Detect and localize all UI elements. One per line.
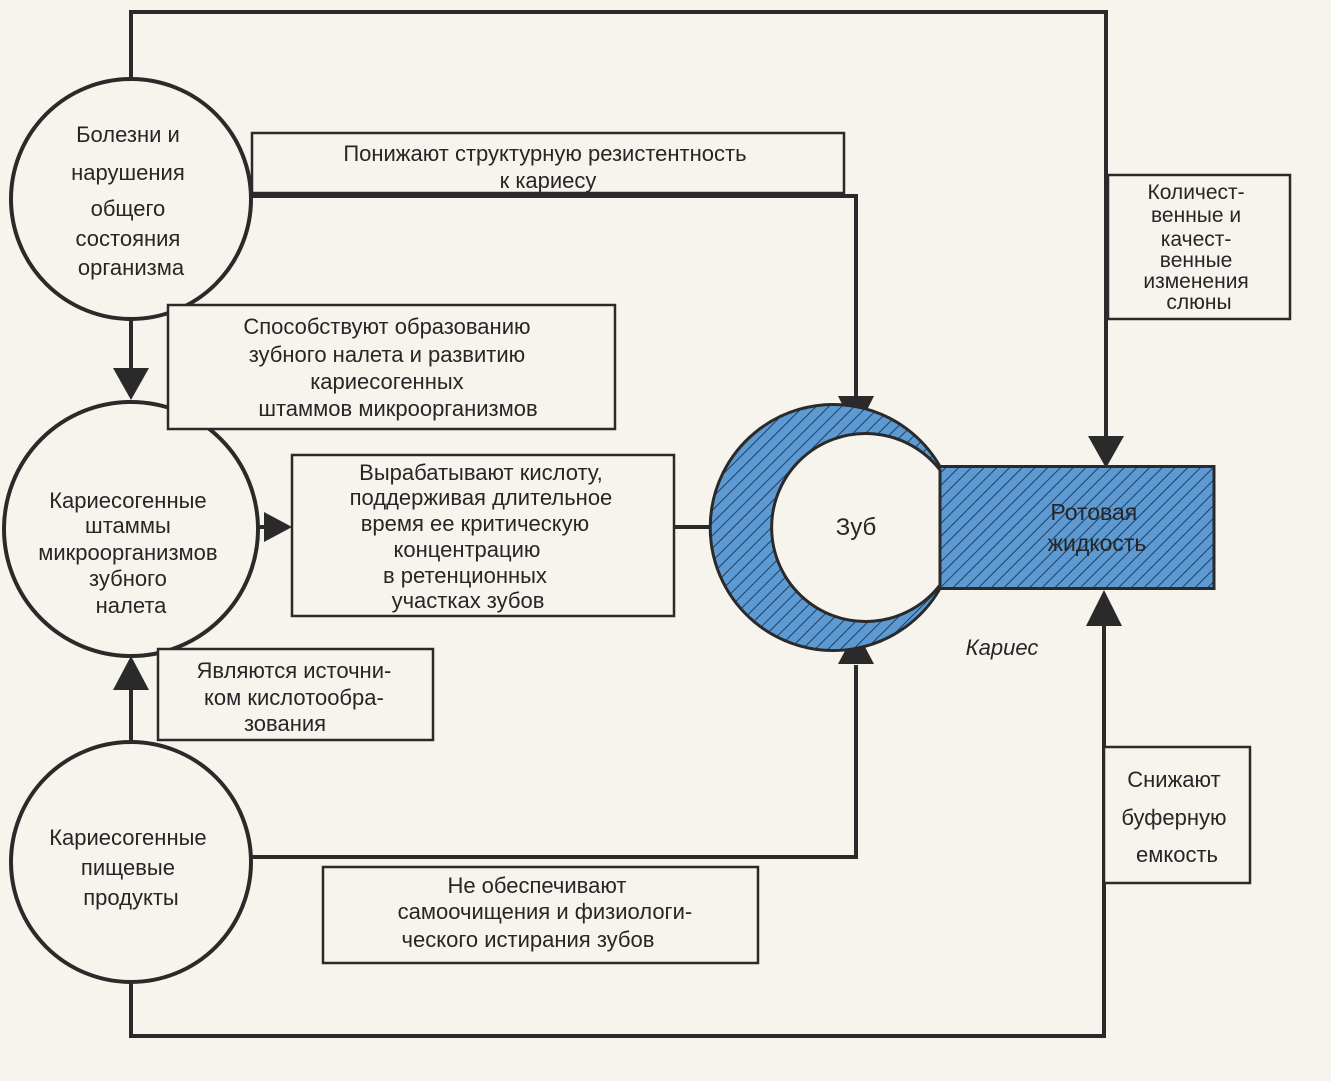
- node-line: Болезни и: [76, 122, 180, 147]
- box-text: Способствуют образованию зубного налета …: [243, 314, 537, 421]
- box-line: буферную: [1121, 805, 1226, 830]
- box-text: Количест- венные и качест- венные измене…: [1143, 181, 1254, 314]
- oral-fluid-line: жидкость: [1048, 530, 1147, 556]
- box-line: ком кислотообра-: [204, 685, 384, 710]
- box-line: Количест-: [1147, 181, 1244, 204]
- node-line: нарушения: [71, 160, 185, 185]
- arrow-to-oral-fluid-bottom: [1086, 590, 1122, 626]
- box-line: зубного налета и развитию: [249, 342, 525, 367]
- hatched-region: [708, 403, 1216, 652]
- box-frame: [156, 647, 435, 742]
- box-text: Понижают структурную резистентность к ка…: [343, 141, 752, 193]
- line-food-to-tooth-bottom: [240, 665, 858, 859]
- box-frame: [321, 865, 760, 965]
- node-line: налета: [96, 593, 168, 618]
- line-diseases-to-saliva: [129, 10, 1108, 440]
- box-line: штаммов микроорганизмов: [258, 396, 537, 421]
- arrow-to-acid-box: [264, 512, 292, 542]
- box-text: Не обеспечивают самоочищения и физиологи…: [398, 873, 699, 952]
- node-circle: [2, 400, 260, 658]
- box-line: в ретенционных: [383, 563, 547, 588]
- box-line: Не обеспечивают: [447, 873, 626, 898]
- arrow-to-oral-fluid-top: [1088, 436, 1124, 468]
- box-line: самоочищения и физиологи-: [398, 899, 693, 924]
- arrow-to-strains-from-food: [113, 656, 149, 690]
- box-frame: [1106, 173, 1292, 321]
- tooth-oral-fluid: [708, 403, 1216, 652]
- node-line: микроорганизмов: [38, 540, 217, 565]
- line-diseases-to-tooth-top: [252, 194, 858, 400]
- box-line: время ее критическую: [361, 511, 589, 536]
- box-line: венные и: [1151, 204, 1241, 227]
- box-frame: [1102, 745, 1252, 885]
- box-line: поддерживая длительное: [350, 485, 613, 510]
- node-line: Кариесогенные: [49, 488, 206, 513]
- box-line: Вырабатывают кислоту,: [359, 460, 603, 485]
- node-circle: [9, 77, 253, 321]
- node-line: продукты: [83, 885, 179, 910]
- box-line: зования: [244, 711, 326, 736]
- box-line: Способствуют образованию: [243, 314, 530, 339]
- box-line: кариесогенных: [310, 369, 463, 394]
- node-line: общего: [91, 196, 166, 221]
- box-text: Снижают буферную емкость: [1121, 767, 1232, 867]
- box-frame: [166, 303, 617, 431]
- box-line: к кариесу: [500, 168, 597, 193]
- node-text: Кариесогенные пищевые продукты: [49, 825, 213, 910]
- box-line: Понижают структурную резистентность: [343, 141, 746, 166]
- box-line: слюны: [1166, 291, 1231, 314]
- node-line: зубного: [89, 566, 167, 591]
- box-acid-source: Являются источни- ком кислотообра- зован…: [156, 647, 435, 742]
- box-plaque-formation: Способствуют образованию зубного налета …: [166, 303, 617, 431]
- box-buffer-capacity: Снижают буферную емкость: [1102, 745, 1252, 885]
- node-text: Болезни и нарушения общего состояния орг…: [71, 122, 191, 280]
- box-line: концентрацию: [393, 537, 540, 562]
- box-acid-production: Вырабатывают кислоту, поддерживая длител…: [290, 453, 676, 618]
- node-strains: Кариесогенные штаммы микроорганизмов зуб…: [2, 400, 260, 658]
- box-line: Снижают: [1127, 767, 1220, 792]
- node-text: Кариесогенные штаммы микроорганизмов зуб…: [38, 488, 223, 618]
- caries-label: Кариес: [966, 635, 1039, 660]
- box-text: Являются источни- ком кислотообра- зован…: [197, 658, 398, 736]
- box-line: венные: [1160, 249, 1233, 272]
- box-line: емкость: [1136, 842, 1218, 867]
- box-text: Вырабатывают кислоту, поддерживая длител…: [350, 460, 619, 613]
- arrow-to-strains: [113, 368, 149, 400]
- node-line: состояния: [76, 226, 181, 251]
- node-line: пищевые: [81, 855, 175, 880]
- box-line: ческого истирания зубов: [402, 927, 655, 952]
- box-line: изменения: [1143, 270, 1248, 293]
- node-diseases: Болезни и нарушения общего состояния орг…: [9, 77, 253, 321]
- box-frame: [290, 453, 676, 618]
- node-line: Кариесогенные: [49, 825, 206, 850]
- box-line: участках зубов: [392, 588, 545, 613]
- box-line: качест-: [1161, 228, 1232, 251]
- node-circle: [9, 740, 253, 984]
- box-structural-resistance: Понижают структурную резистентность к ка…: [250, 131, 846, 195]
- node-food: Кариесогенные пищевые продукты: [9, 740, 253, 984]
- node-line: организма: [78, 255, 185, 280]
- box-saliva-changes: Количест- венные и качест- венные измене…: [1106, 173, 1292, 321]
- box-line: Являются источни-: [197, 658, 392, 683]
- oral-fluid-line: Ротовая: [1050, 499, 1137, 525]
- tooth-label: Зуб: [836, 514, 877, 541]
- node-line: штаммы: [85, 513, 171, 538]
- box-self-cleaning: Не обеспечивают самоочищения и физиологи…: [321, 865, 760, 965]
- oral-fluid-label: Ротовая жидкость: [1048, 499, 1147, 556]
- box-frame: [250, 131, 846, 195]
